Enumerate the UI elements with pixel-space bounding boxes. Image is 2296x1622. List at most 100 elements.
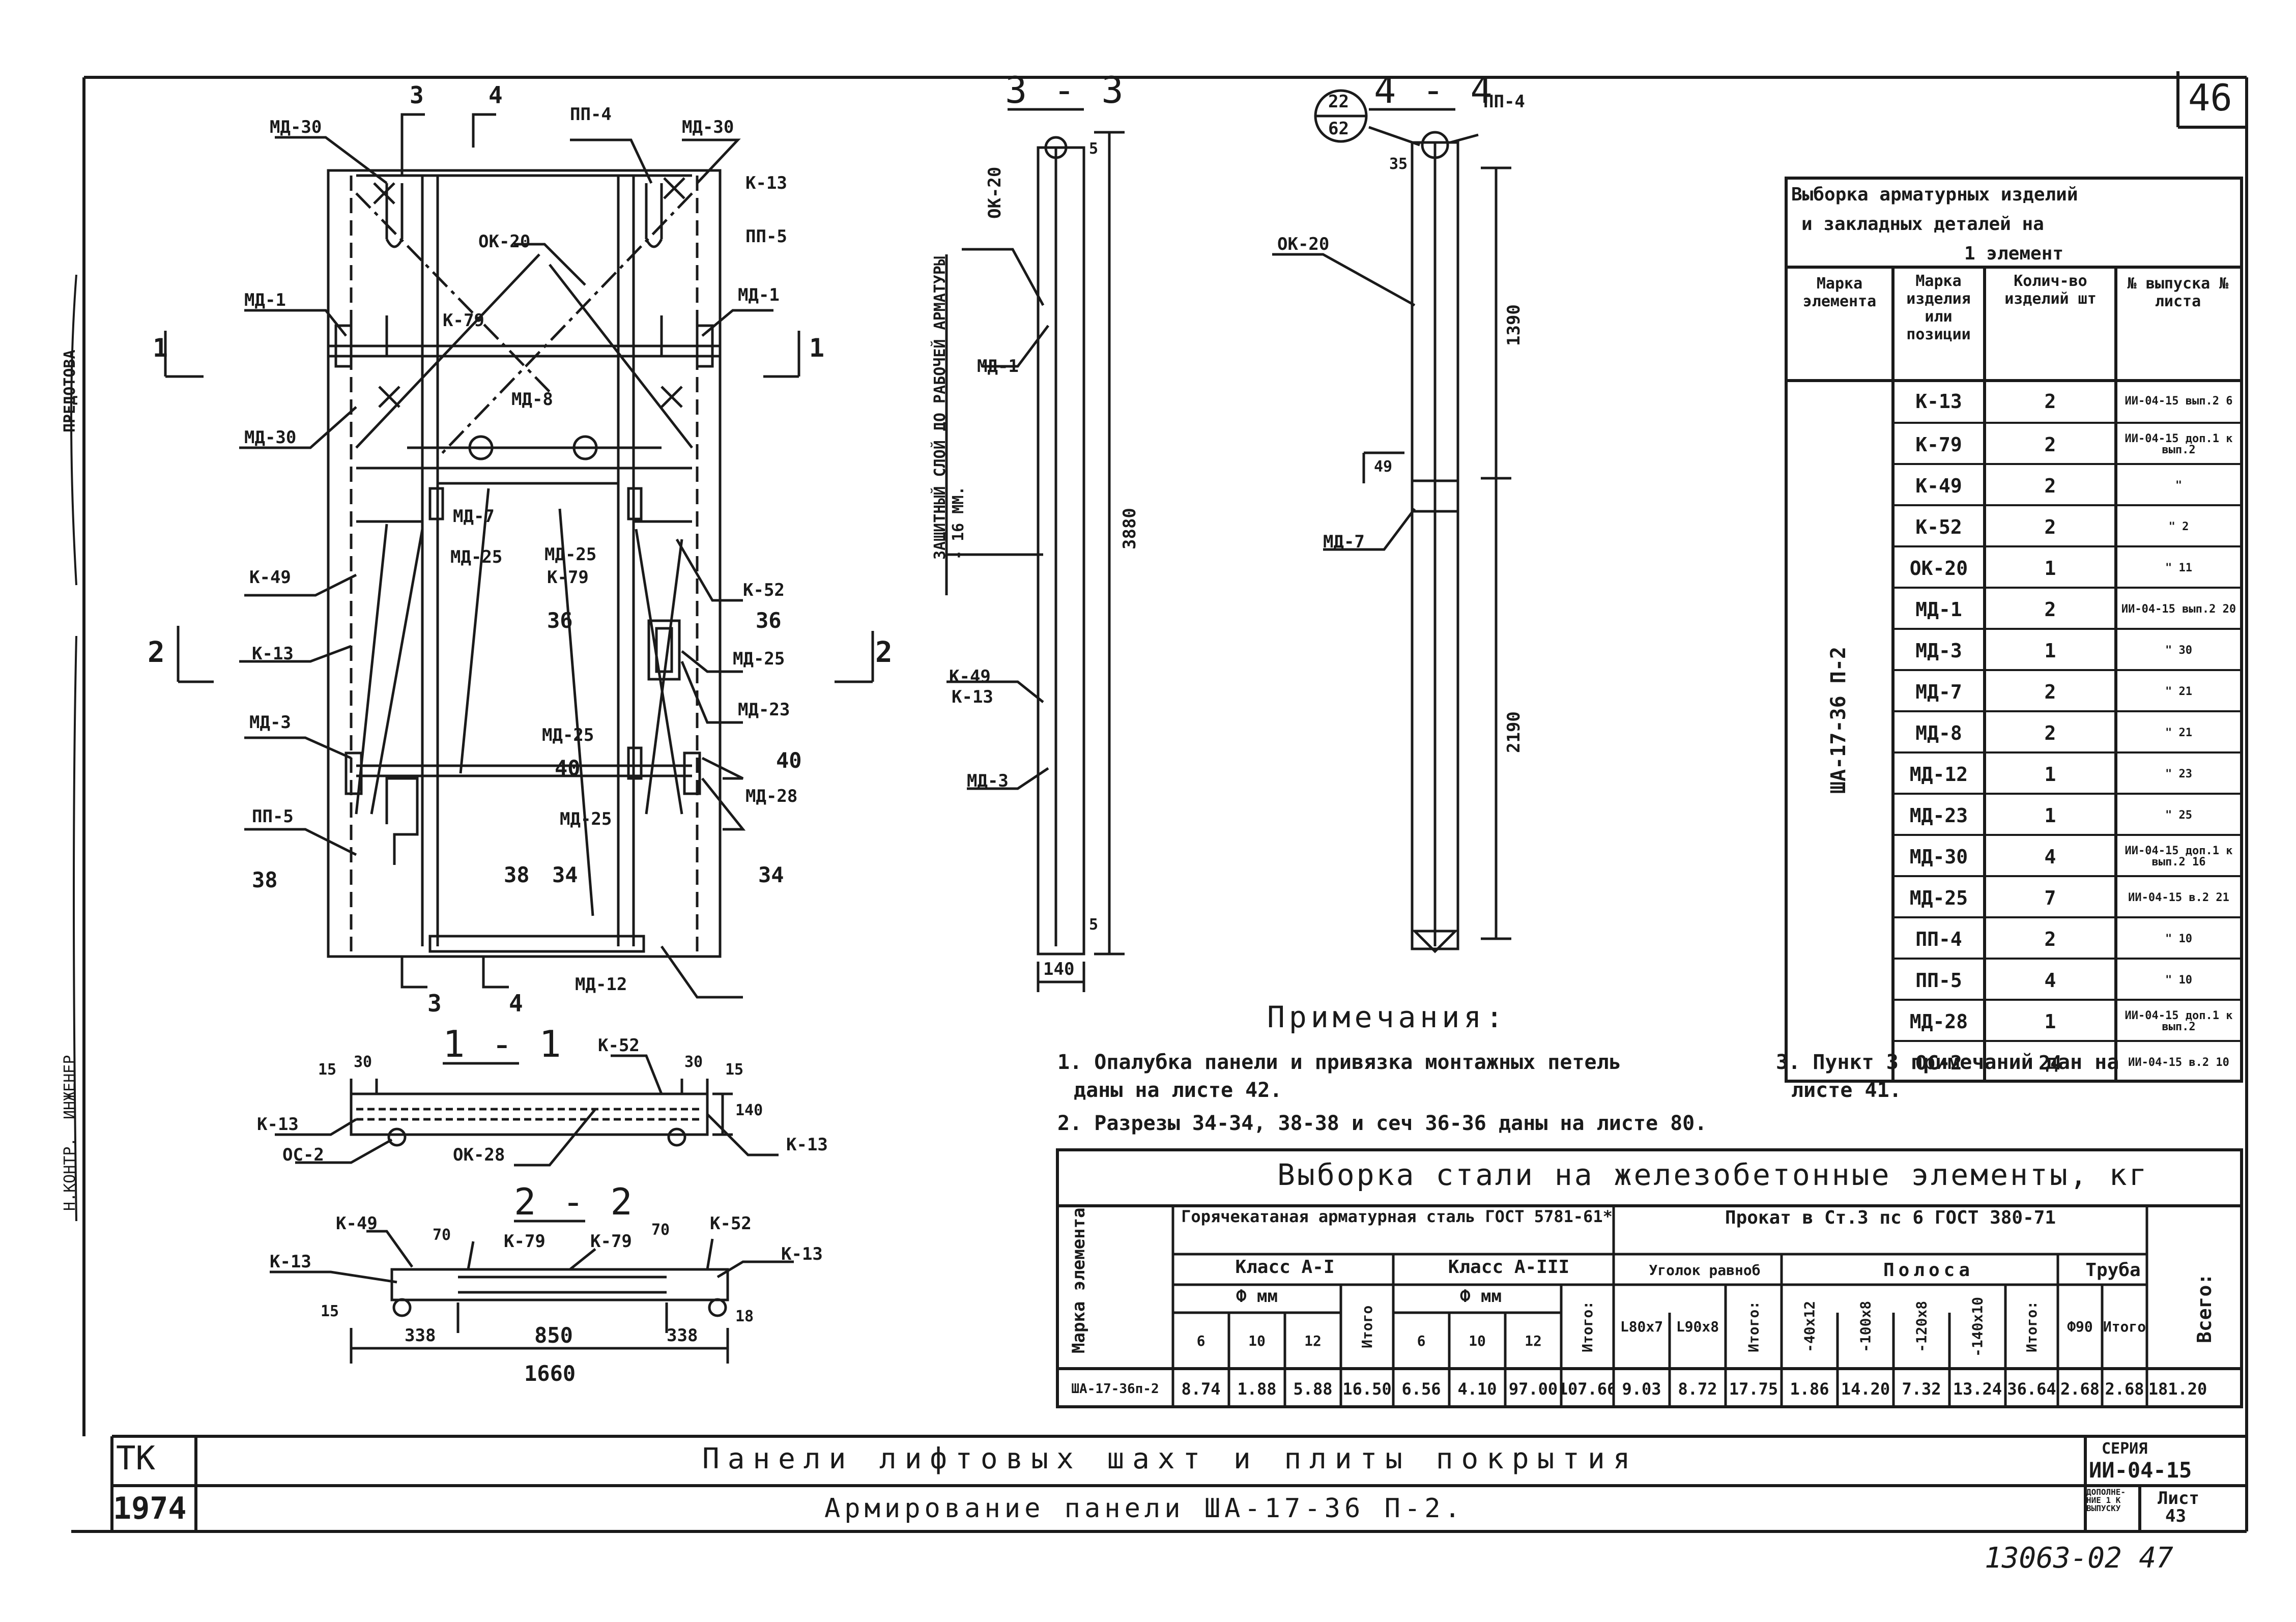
section-4-4-title: 4 - 4 — [1374, 69, 1495, 111]
item-ref-cell: " 30 — [2165, 644, 2192, 657]
strip-header: Полоса — [1883, 1260, 1974, 1281]
steel-col-header: 12 — [1525, 1332, 1542, 1349]
dimension-1390: 1390 — [1504, 304, 1524, 346]
label-ok20: ОК-20 — [1277, 234, 1330, 254]
label-md25: МД-25 — [544, 544, 597, 565]
item-qty-cell: 1 — [2044, 1010, 2056, 1033]
dimension-5: 5 — [1089, 140, 1099, 158]
hot-rolled-header: Горячекатаная арматурная сталь ГОСТ 5781… — [1181, 1207, 1613, 1226]
page-number: 46 — [2188, 76, 2232, 119]
item-qty-cell: 24 — [2039, 1051, 2062, 1074]
item-qty-cell: 2 — [2044, 598, 2056, 621]
item-mark-cell: МД-7 — [1915, 680, 1962, 703]
steel-value-cell: 2.68 — [2060, 1379, 2100, 1399]
label-k79: К-79 — [504, 1231, 546, 1252]
dimension-338: 338 — [405, 1325, 436, 1346]
dimension-140: 140 — [735, 1102, 763, 1119]
year: 1974 — [113, 1491, 187, 1526]
cut-mark-34: 34 — [552, 862, 578, 887]
section-1-1-title: 1 - 1 — [443, 1023, 563, 1065]
note-1-cont: даны на листе 42. — [1074, 1079, 1282, 1102]
steel-col-header: Итого — [2103, 1318, 2146, 1335]
steel-value-cell: 8.74 — [1181, 1379, 1221, 1399]
label-ok20: ОК-20 — [478, 231, 531, 252]
label-pp4: ПП-4 — [1483, 92, 1525, 112]
item-qty-cell: 2 — [2044, 390, 2056, 413]
steel-col-header: -120x8 — [1913, 1300, 1930, 1353]
label-ok20: ОК-20 — [985, 166, 1005, 219]
item-qty-cell: 1 — [2044, 804, 2056, 827]
dimension-3880: 3880 — [1120, 508, 1140, 549]
item-qty-cell: 2 — [2044, 515, 2056, 538]
cut-mark-34: 34 — [758, 862, 784, 887]
item-mark-cell: МД-3 — [1915, 639, 1962, 662]
steel-col-header: 10 — [1248, 1332, 1266, 1349]
supplement-label: ДОПОЛНЕ-НИЕ 1 К ВЫПУСКУ — [2086, 1487, 2126, 1513]
item-mark-cell: ОК-20 — [1909, 557, 1968, 580]
dimension-49: 49 — [1374, 458, 1393, 476]
item-mark-cell: ОС-2 — [1915, 1051, 1962, 1074]
steel-col-header: 6 — [1196, 1332, 1206, 1349]
item-mark-cell: МД-25 — [1909, 886, 1968, 909]
cut-mark-36: 36 — [547, 608, 573, 633]
label-k13: К-13 — [257, 1114, 299, 1135]
item-qty-cell: 4 — [2044, 969, 2056, 992]
item-mark-cell: К-49 — [1915, 474, 1962, 497]
steel-value-cell: 1.88 — [1237, 1379, 1277, 1399]
header-issue-sheet: № выпуска № листа — [2127, 275, 2229, 310]
dimension-338: 338 — [667, 1325, 698, 1346]
archive-number: 13063-02 47 — [1985, 1542, 2173, 1575]
section-2-2-title: 2 - 2 — [514, 1180, 635, 1223]
item-mark-cell: К-79 — [1915, 433, 1962, 456]
cut-mark-40: 40 — [776, 748, 802, 773]
item-qty-cell: 4 — [2044, 845, 2056, 868]
steel-col-header: -40x12 — [1801, 1300, 1818, 1353]
drawing-title-main: Панели лифтовых шахт и плиты покрытия — [702, 1442, 1639, 1475]
cut-mark-38: 38 — [252, 867, 278, 892]
label-pp4: ПП-4 — [570, 104, 612, 125]
steel-value-cell: 8.72 — [1678, 1379, 1717, 1399]
drawing-title-sub: Армирование панели ША-17-36 П-2. — [824, 1493, 1465, 1524]
class-a3-header: Класс А-III — [1448, 1257, 1570, 1278]
cut-mark-3: 3 — [427, 990, 442, 1017]
steel-col-header: 10 — [1469, 1332, 1486, 1349]
dimension-35: 35 — [1389, 155, 1408, 173]
steel-value-cell: 107.66 — [1561, 1379, 1614, 1399]
note-3: 3. Пункт 3 примечаний дан на — [1776, 1051, 2119, 1074]
item-mark-cell: ПП-4 — [1915, 928, 1962, 950]
dimension-2190: 2190 — [1504, 711, 1524, 753]
dimension-140: 140 — [1043, 959, 1075, 979]
label-ok28: ОК-28 — [453, 1145, 505, 1165]
steel-value-cell: ША-17-36п-2 — [1071, 1381, 1159, 1397]
item-ref-cell: " 2 — [2168, 520, 2189, 533]
item-ref-cell: " 10 — [2165, 932, 2192, 945]
item-mark-cell: МД-28 — [1909, 1010, 1968, 1033]
label-md12: МД-12 — [575, 974, 627, 995]
steel-col-header: -100x8 — [1857, 1300, 1874, 1353]
item-mark-cell: ПП-5 — [1915, 969, 1962, 992]
steel-value-cell: 36.64 — [2007, 1379, 2056, 1399]
label-md30: МД-30 — [682, 117, 734, 137]
label-md3: МД-3 — [249, 712, 291, 733]
circle-number-top: 22 — [1328, 92, 1349, 112]
cut-mark-40: 40 — [555, 756, 581, 780]
steel-col-header: Итого: — [2023, 1300, 2040, 1353]
steel-value-cell: 97.00 — [1508, 1379, 1558, 1399]
company-code: ТК — [116, 1440, 156, 1478]
steel-value-cell: 16.50 — [1342, 1379, 1392, 1399]
label-md1: МД-1 — [738, 285, 780, 305]
label-md7: МД-7 — [453, 506, 495, 527]
item-qty-cell: 1 — [2044, 763, 2056, 786]
item-ref-cell: " 23 — [2165, 767, 2192, 780]
